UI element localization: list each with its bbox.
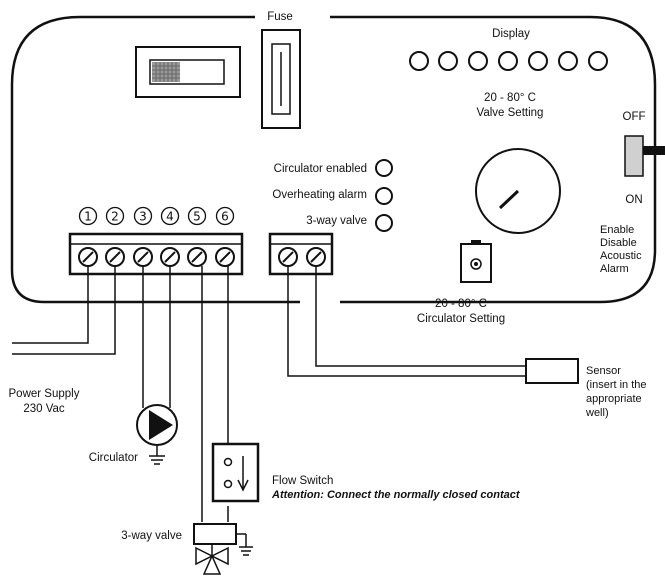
enclosure-outline: [10, 15, 657, 304]
sensor-wire-1: [287, 266, 526, 377]
acoustic-alarm-switch[interactable]: [624, 135, 665, 177]
power-wire-2: [12, 266, 116, 355]
terminal-numbers: 1 2 3 4 5 6: [78, 206, 235, 226]
alarm-label-line-3: Acoustic: [600, 250, 642, 262]
terminal-number-4: 4: [166, 210, 174, 224]
circulator-enabled-led: [375, 159, 393, 177]
main-switch[interactable]: [135, 46, 241, 98]
alarm-label-line-2: Disable: [600, 237, 637, 249]
terminal-number-5: 5: [193, 210, 201, 224]
off-label: OFF: [623, 111, 646, 123]
three-way-valve-label: 3-way valve: [121, 530, 182, 542]
on-label: ON: [625, 194, 642, 206]
overheating-alarm-led: [375, 187, 393, 205]
alarm-label-line-4: Alarm: [600, 263, 629, 275]
terminal-number-3: 3: [139, 210, 147, 224]
display-digit-5: [528, 51, 548, 71]
three-way-valve: [193, 523, 253, 575]
circulator-setting-trimmer[interactable]: [460, 240, 492, 283]
attention-note: Attention: Connect the normally closed c…: [271, 489, 521, 501]
display-digit-4: [498, 51, 518, 71]
valve-setting-label: Valve Setting: [477, 107, 544, 119]
fuse: [261, 29, 301, 129]
circulator-label: Circulator: [89, 452, 138, 464]
terminal-number-1: 1: [84, 210, 92, 224]
alarm-label-line-1: Enable: [600, 224, 634, 236]
sensor-terminal-block: [268, 232, 334, 276]
power-wire-1: [12, 266, 89, 344]
circulator-pump: [136, 404, 178, 465]
display-digit-6: [558, 51, 578, 71]
sensor-label-4: well): [585, 407, 609, 419]
three-way-valve-led-label: 3-way valve: [306, 215, 367, 227]
power-supply-label-1: Power Supply: [9, 388, 80, 400]
terminal-number-2: 2: [111, 210, 119, 224]
display-digit-2: [438, 51, 458, 71]
wiring: [12, 266, 526, 522]
circulator-enabled-label: Circulator enabled: [274, 163, 367, 175]
sensor-label-3: appropriate: [586, 393, 642, 405]
display-digit-7: [588, 51, 608, 71]
flow-switch: [211, 442, 260, 503]
flow-switch-label: Flow Switch: [272, 475, 333, 487]
overheating-alarm-label: Overheating alarm: [272, 189, 367, 201]
circulator-setting-label: Circulator Setting: [417, 313, 505, 325]
valve-range-label: 20 - 80° C: [484, 92, 536, 104]
valve-setting-knob[interactable]: [475, 148, 561, 234]
display-digits: [409, 51, 608, 71]
display-digit-3: [468, 51, 488, 71]
three-way-valve-led: [375, 214, 393, 232]
sensor-wire-2: [315, 266, 526, 367]
fuse-label: Fuse: [267, 11, 293, 23]
sensor-probe: [525, 358, 579, 384]
sensor-label-2: (insert in the: [586, 379, 647, 391]
display-digit-1: [409, 51, 429, 71]
main-terminal-block: [68, 232, 244, 276]
display-label: Display: [492, 28, 530, 40]
terminal-number-6: 6: [221, 210, 229, 224]
power-supply-label-2: 230 Vac: [23, 403, 65, 415]
sensor-label-1: Sensor: [586, 365, 621, 377]
circulator-range-label: 20 - 80° C: [435, 298, 487, 310]
